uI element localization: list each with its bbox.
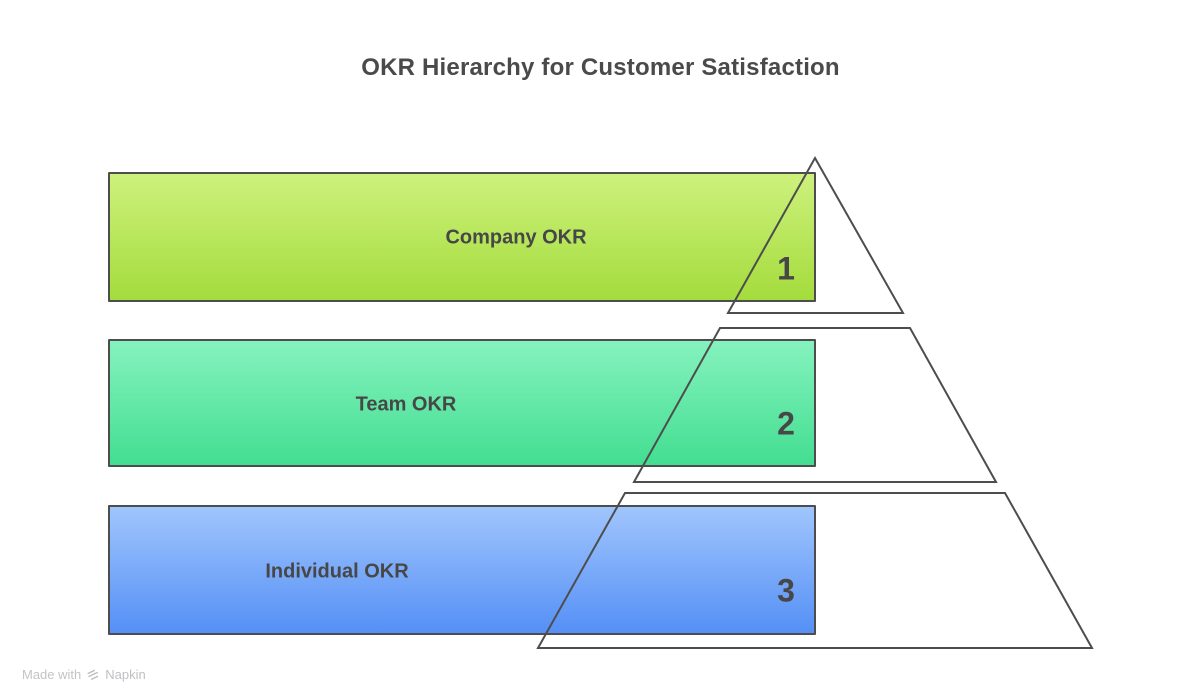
- level-number: 1: [777, 250, 795, 287]
- level-bar-individual-okr[interactable]: Individual OKR 3: [108, 505, 816, 635]
- napkin-logo-icon: [87, 669, 99, 680]
- watermark: Made with Napkin: [22, 667, 146, 682]
- level-number: 3: [777, 572, 795, 609]
- level-label: Company OKR: [445, 226, 587, 249]
- watermark-prefix: Made with: [22, 667, 82, 682]
- level-label: Individual OKR: [265, 560, 409, 583]
- level-bar-company-okr[interactable]: Company OKR 1: [108, 172, 816, 302]
- level-number: 2: [777, 405, 795, 442]
- diagram-title: OKR Hierarchy for Customer Satisfaction: [361, 54, 840, 81]
- level-bar-team-okr[interactable]: Team OKR 2: [108, 339, 816, 467]
- level-label: Team OKR: [355, 393, 457, 416]
- watermark-brand: Napkin: [105, 667, 146, 682]
